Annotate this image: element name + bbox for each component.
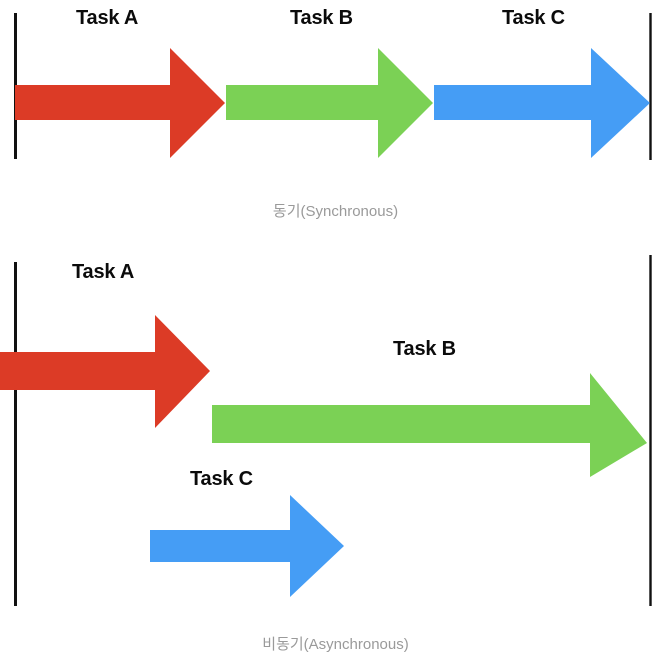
asynchronous-diagram bbox=[0, 255, 652, 606]
sync-task-c-arrow bbox=[434, 48, 650, 158]
synchronous-panel: Task A Task B Task C 동기(Synchronous) bbox=[0, 0, 671, 240]
sync-task-a-label: Task A bbox=[76, 7, 139, 29]
async-task-c-label: Task C bbox=[190, 468, 253, 490]
synchronous-caption: 동기(Synchronous) bbox=[272, 203, 399, 220]
sync-task-b-label: Task B bbox=[290, 7, 353, 29]
async-task-b-label: Task B bbox=[393, 338, 456, 360]
async-task-b-arrow bbox=[212, 373, 647, 477]
sync-task-a-arrow bbox=[15, 48, 225, 158]
async-task-a-arrow bbox=[0, 315, 210, 428]
async-task-c-arrow bbox=[150, 495, 344, 597]
async-task-a-label: Task A bbox=[72, 261, 135, 283]
asynchronous-caption: 비동기(Asynchronous) bbox=[262, 636, 409, 653]
synchronous-diagram bbox=[14, 13, 652, 160]
sync-task-b-arrow bbox=[226, 48, 433, 158]
sync-task-c-label: Task C bbox=[502, 7, 565, 29]
asynchronous-panel: Task A Task B Task C 비동기(Asynchronous) bbox=[0, 240, 671, 666]
